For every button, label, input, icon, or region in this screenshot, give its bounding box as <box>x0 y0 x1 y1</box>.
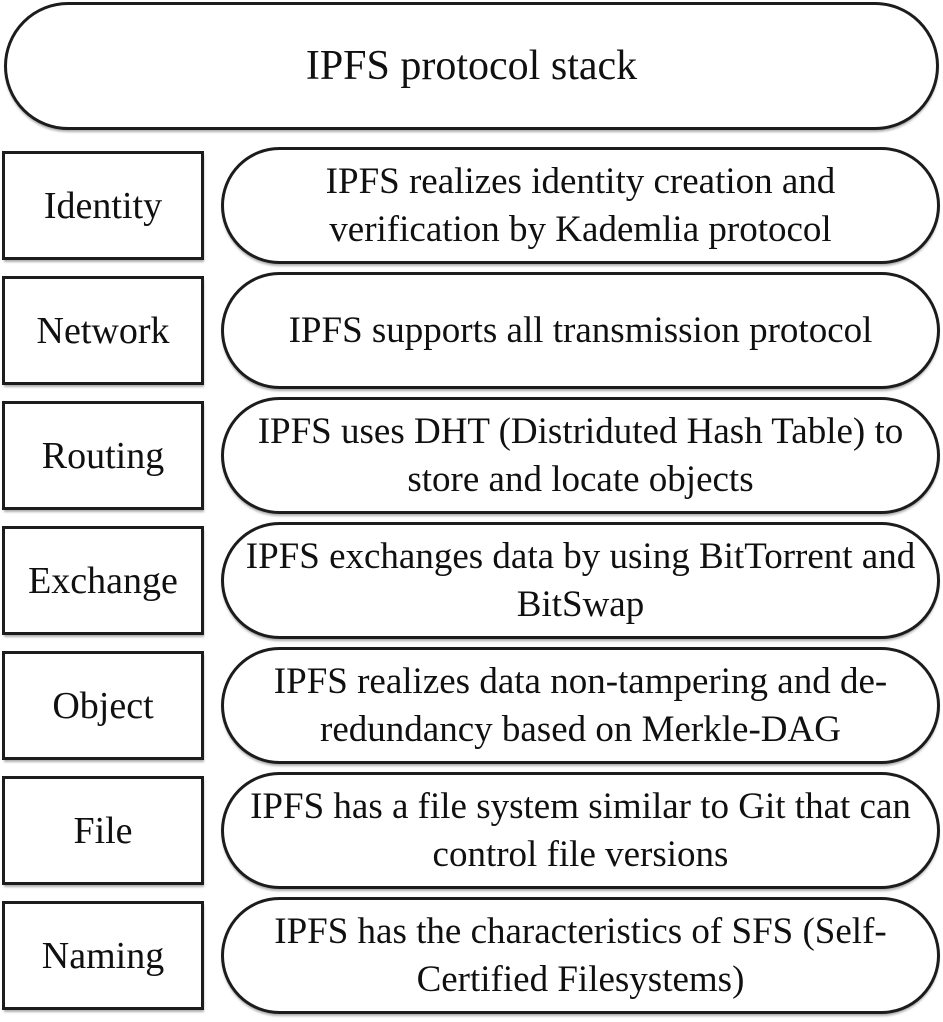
layer-row-exchange: Exchange IPFS exchanges data by using Bi… <box>2 522 940 639</box>
layer-label-box-network: Network <box>2 276 204 385</box>
layer-description: IPFS realizes identity creation and veri… <box>325 161 836 250</box>
layer-label: Identity <box>43 184 163 227</box>
layer-label-box-routing: Routing <box>2 401 204 510</box>
layer-description: IPFS uses DHT (Distriduted Hash Table) t… <box>257 411 904 500</box>
layer-description-box-identity: IPFS realizes identity creation and veri… <box>221 147 940 264</box>
layer-description-box-network: IPFS supports all transmission protocol <box>221 272 940 389</box>
layer-description: IPFS realizes data non-tampering and de-… <box>273 661 888 750</box>
layer-description: IPFS has the characteristics of SFS (Sel… <box>274 911 887 1000</box>
layer-row-routing: Routing IPFS uses DHT (Distriduted Hash … <box>2 397 940 514</box>
layer-label: Routing <box>41 434 165 477</box>
layer-label-box-naming: Naming <box>2 901 204 1010</box>
layer-description: IPFS supports all transmission protocol <box>288 309 873 351</box>
layer-row-identity: Identity IPFS realizes identity creation… <box>2 147 940 264</box>
layer-description-box-exchange: IPFS exchanges data by using BitTorrent … <box>221 522 940 639</box>
layer-label: Network <box>36 309 170 352</box>
layer-label: Naming <box>41 934 165 977</box>
diagram-title: IPFS protocol stack <box>305 43 638 89</box>
layer-label: Exchange <box>28 559 178 602</box>
layer-description-box-file: IPFS has a file system similar to Git th… <box>221 772 940 889</box>
layer-row-network: Network IPFS supports all transmission p… <box>2 272 940 389</box>
layer-label-box-file: File <box>2 776 204 885</box>
layer-description-box-naming: IPFS has the characteristics of SFS (Sel… <box>221 897 940 1014</box>
layer-label: Object <box>52 684 154 727</box>
layer-label-box-object: Object <box>2 651 204 760</box>
layer-description: IPFS has a file system similar to Git th… <box>250 786 911 875</box>
layer-description: IPFS exchanges data by using BitTorrent … <box>245 536 916 625</box>
layer-row-object: Object IPFS realizes data non-tampering … <box>2 647 940 764</box>
layer-label-box-identity: Identity <box>2 151 204 260</box>
layer-description-box-object: IPFS realizes data non-tampering and de-… <box>221 647 940 764</box>
layer-row-file: File IPFS has a file system similar to G… <box>2 772 940 889</box>
layer-description-box-routing: IPFS uses DHT (Distriduted Hash Table) t… <box>221 397 940 514</box>
layer-label-box-exchange: Exchange <box>2 526 204 635</box>
layer-label: File <box>73 809 133 852</box>
layer-row-naming: Naming IPFS has the characteristics of S… <box>2 897 940 1014</box>
diagram-title-box: IPFS protocol stack <box>4 2 939 130</box>
